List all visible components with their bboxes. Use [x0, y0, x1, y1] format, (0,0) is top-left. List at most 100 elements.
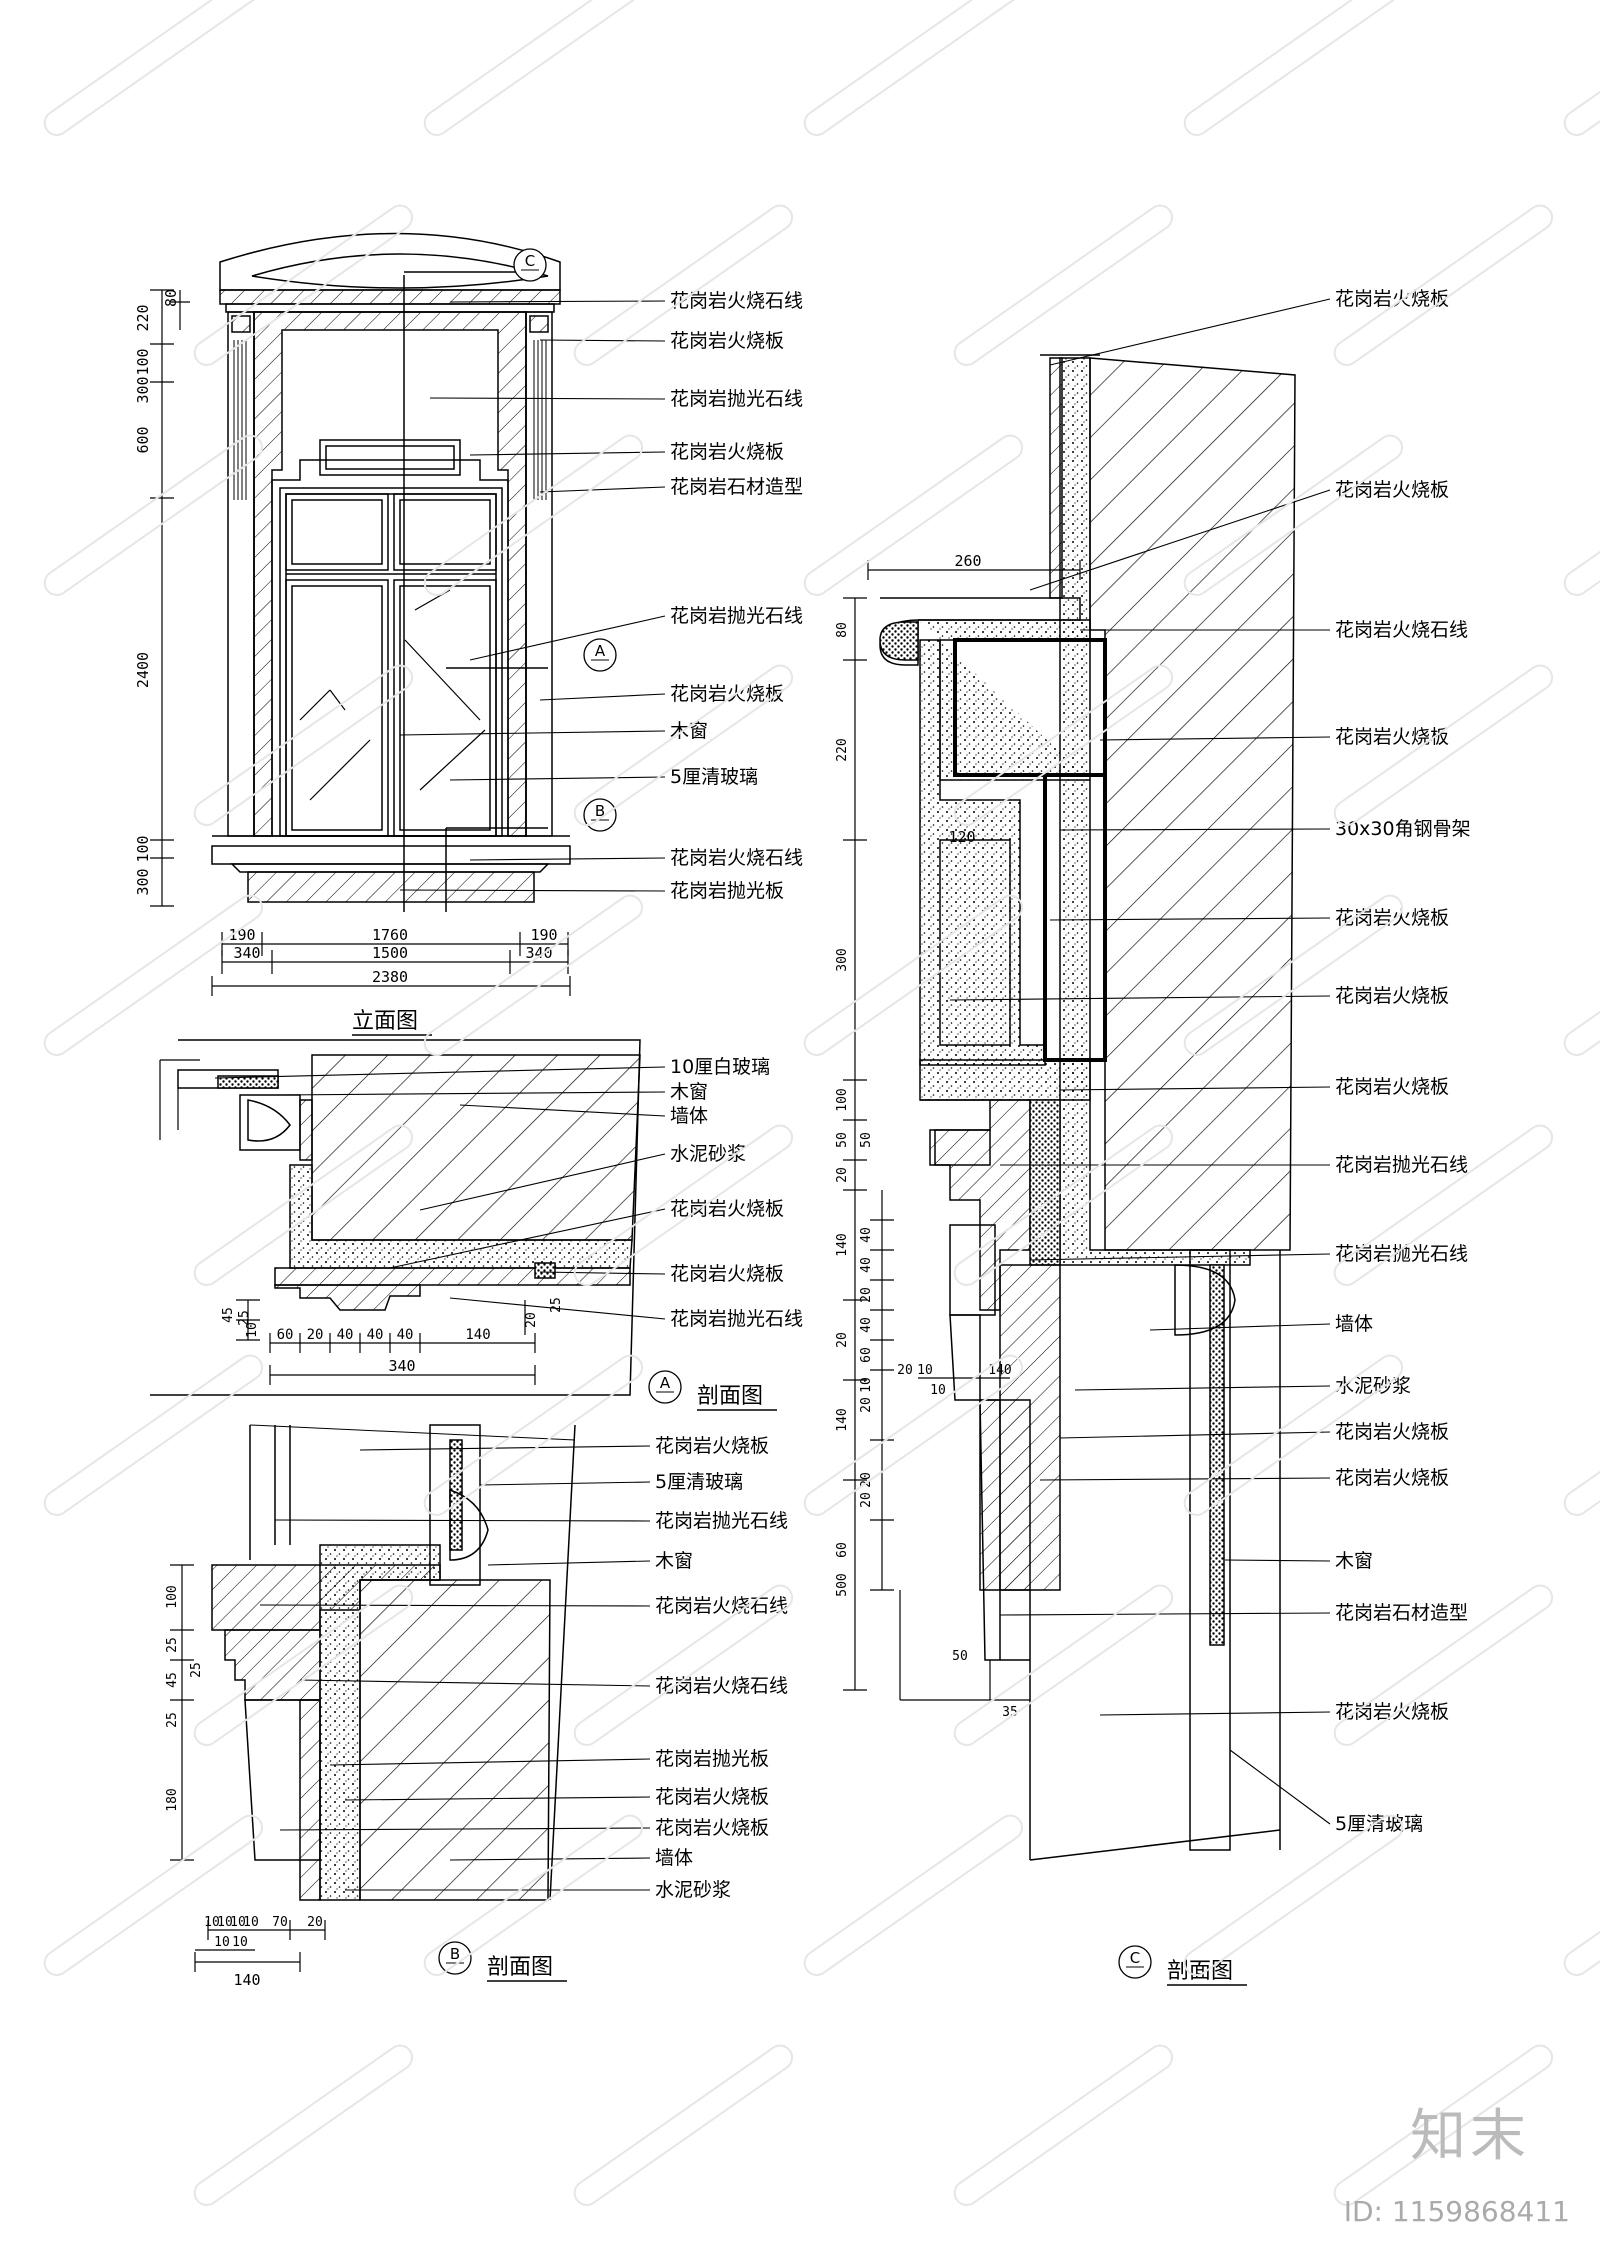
elevation-label: 木窗: [670, 720, 708, 742]
section-c-label: 花岗岩抛光石线: [1335, 1154, 1468, 1176]
section-c-title: 剖面图: [1167, 1959, 1233, 1984]
section-c-small-dim: 20: [897, 1363, 913, 1378]
section-c-left-dim: 300: [835, 948, 850, 971]
section-c-label: 花岗岩火烧石线: [1335, 619, 1468, 641]
section-c-left-dim: 20: [859, 1492, 874, 1508]
section-c-left-dim: 20: [859, 1472, 874, 1488]
elevation-label: 花岗岩火烧板: [670, 683, 784, 705]
section-a-marker: A: [648, 1370, 682, 1404]
elevation-label: 花岗岩火烧石线: [670, 847, 803, 869]
section-b-dim: 25: [165, 1637, 180, 1653]
elevation-left-dim: 2400: [134, 652, 152, 688]
section-c-left-dim: 20: [835, 1167, 850, 1183]
elevation-bottom-dim: 190: [530, 926, 557, 944]
section-b-dim: 25: [189, 1662, 204, 1678]
section-b-label: 花岗岩火烧石线: [655, 1595, 788, 1617]
section-c-left-dim: 10: [859, 1377, 874, 1393]
elevation-overall-dim: 2380: [372, 968, 408, 986]
section-a-label: 木窗: [670, 1081, 708, 1103]
section-a-label: 花岗岩火烧板: [670, 1198, 784, 1220]
section-c-left-dim: 60: [835, 1542, 850, 1558]
elevation-marker-b: B: [583, 798, 617, 832]
section-a-title: 剖面图: [697, 1384, 763, 1409]
section-c-view: [879, 354, 1296, 1861]
section-b-label: 花岗岩火烧石线: [655, 1675, 788, 1697]
section-a-label: 10厘白玻璃: [670, 1056, 770, 1078]
section-c-label: 花岗岩火烧板: [1335, 1701, 1449, 1723]
section-c-left-dim: 80: [835, 622, 850, 638]
section-b-bottom-dim: 10: [214, 1935, 230, 1950]
section-b-label: 花岗岩火烧板: [655, 1786, 769, 1808]
section-c-left-dim: 140: [835, 1408, 850, 1431]
section-c-small-dim: 10: [917, 1363, 933, 1378]
elevation-label: 花岗岩石材造型: [670, 476, 803, 498]
section-a-label: 水泥砂浆: [670, 1143, 746, 1165]
elevation-label: 花岗岩火烧板: [670, 330, 784, 352]
elevation-label: 花岗岩火烧板: [670, 441, 784, 463]
section-b-bottom-dim: 10: [243, 1915, 259, 1930]
section-c-left-dim: 20: [835, 1332, 850, 1348]
section-c-left-dim: 100: [835, 1088, 850, 1111]
section-a-label: 花岗岩抛光石线: [670, 1308, 803, 1330]
section-a-dim: 20: [524, 1312, 539, 1328]
elevation-bottom-dim: 190: [228, 926, 255, 944]
elevation-marker-a: A: [583, 638, 617, 672]
section-c-left-dim: 40: [859, 1227, 874, 1243]
section-c-dim: 120: [948, 828, 975, 846]
section-b-dim: 45: [165, 1672, 180, 1688]
section-c-left-dim: 500: [835, 1573, 850, 1596]
elevation-left-dim: 300: [134, 376, 152, 403]
section-b-bottom-dim: 10: [232, 1935, 248, 1950]
section-c-small-dim: 35: [1002, 1705, 1018, 1720]
section-c-marker: C: [1118, 1945, 1152, 1979]
section-c-left-dim: 140: [835, 1233, 850, 1256]
elevation-label: 5厘清玻璃: [670, 766, 758, 788]
section-b-label: 花岗岩火烧板: [655, 1817, 769, 1839]
section-b-label: 花岗岩火烧板: [655, 1435, 769, 1457]
section-a-bottom-dim: 140: [465, 1327, 490, 1343]
elevation-view: [211, 232, 571, 912]
section-b-label: 木窗: [655, 1550, 693, 1572]
section-a-bottom-dim: 40: [367, 1327, 384, 1343]
section-a-bottom-dim: 60: [277, 1327, 294, 1343]
section-b-label: 花岗岩抛光板: [655, 1748, 769, 1770]
section-c-label: 花岗岩火烧板: [1335, 288, 1449, 310]
section-a-bottom-dim: 340: [388, 1357, 415, 1375]
image-id: ID: 1159868411: [1343, 2195, 1570, 2228]
section-c-small-dim: 50: [952, 1649, 968, 1664]
elevation-bottom-dim: 340: [233, 944, 260, 962]
section-a-dim: 25: [549, 1297, 564, 1313]
section-c-label: 花岗岩火烧板: [1335, 1467, 1449, 1489]
section-b-dim: 25: [165, 1712, 180, 1728]
section-c-label: 花岗岩火烧板: [1335, 726, 1449, 748]
svg-text:A: A: [595, 642, 606, 660]
elevation-bottom-dim: 1760: [372, 926, 408, 944]
elevation-left-dim: 100: [134, 835, 152, 862]
elevation-left-dim: 600: [134, 426, 152, 453]
section-b-marker: B: [438, 1941, 472, 1975]
section-c-small-dim: 10: [930, 1383, 946, 1398]
section-c-left-dim: 60: [859, 1347, 874, 1363]
elevation-left-dim: 220: [134, 304, 152, 331]
svg-text:A: A: [660, 1374, 671, 1392]
section-b-label: 墙体: [655, 1847, 693, 1869]
section-c-label: 墙体: [1335, 1313, 1373, 1335]
elevation-label: 花岗岩抛光石线: [670, 605, 803, 627]
section-c-label: 水泥砂浆: [1335, 1375, 1411, 1397]
elevation-left-dim: 300: [134, 868, 152, 895]
section-c-small-dim: 140: [988, 1363, 1011, 1378]
section-c-left-dim: 220: [835, 738, 850, 761]
section-b-bottom-dim: 70: [272, 1915, 288, 1930]
section-c-left-dim: 20: [859, 1397, 874, 1413]
section-a-dim: 10: [245, 1322, 260, 1338]
section-a-bottom-dim: 20: [307, 1327, 324, 1343]
section-c-label: 花岗岩火烧板: [1335, 1076, 1449, 1098]
section-c-label: 5厘清玻璃: [1335, 1813, 1423, 1835]
brand-logo: 知末: [1410, 2104, 1530, 2169]
section-a-label: 墙体: [670, 1105, 708, 1127]
svg-text:C: C: [1130, 1949, 1140, 1967]
section-b-bottom-dim: 140: [233, 1971, 260, 1989]
